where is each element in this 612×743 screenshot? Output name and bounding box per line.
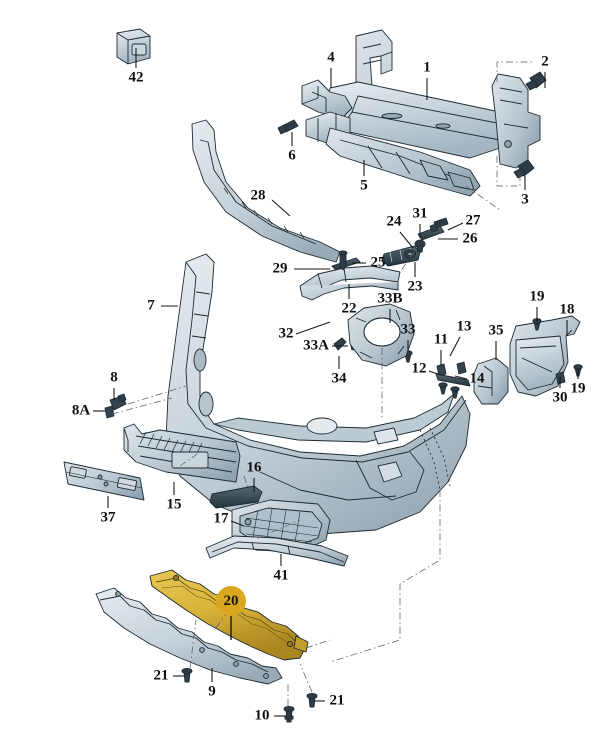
highlight-badge-20[interactable]: 20 [216,586,246,616]
part-33-shape [403,350,413,363]
callout-label-2[interactable]: 2 [541,53,549,70]
callout-label-3[interactable]: 3 [521,191,529,208]
callout-label-14[interactable]: 14 [469,370,485,387]
callout-label-21a[interactable]: 21 [153,667,169,684]
callout-label-15[interactable]: 15 [166,496,182,513]
callout-label-33A[interactable]: 33A [303,337,329,354]
part-18-shape [509,315,581,397]
callout-label-18[interactable]: 18 [559,301,575,318]
part-22-shape [299,265,401,301]
part-21a-shape [181,667,193,683]
part-42-shape [116,28,151,65]
callout-label-35[interactable]: 35 [488,322,504,339]
callout-leader-lines [93,48,579,717]
part-37-shape [63,461,145,501]
part-41-shape [205,535,349,567]
callout-label-4[interactable]: 4 [327,49,335,66]
callout-label-37[interactable]: 37 [100,509,116,526]
part-25-shape [338,250,348,271]
callout-label-25[interactable]: 25 [370,254,386,271]
callout-label-30[interactable]: 30 [552,389,568,406]
callout-label-19b[interactable]: 19 [570,380,586,397]
part-31-shape [414,239,426,253]
part-24-shape [404,249,416,259]
callout-label-9[interactable]: 9 [208,683,216,700]
part-10-shape [283,705,295,723]
part-32-shape [347,303,415,367]
part-19b-shape [573,364,583,377]
leader-line-28 [271,199,291,217]
part-2-shape [525,71,547,91]
part-6-shape [277,119,299,135]
part-3-shape [513,159,535,179]
leader-line-12 [428,370,442,376]
callout-label-17[interactable]: 17 [213,510,229,527]
part-35-shape [473,357,509,405]
leader-line-17 [230,520,245,527]
callout-label-33B[interactable]: 33B [377,290,403,307]
callout-label-21b[interactable]: 21 [329,692,345,709]
part-15-shape [123,423,241,483]
leader-line-27 [447,222,464,231]
part-21b-shape [306,692,318,708]
part-5-shape [305,111,481,197]
leader-line-24 [399,231,414,249]
part-34-shape [333,337,347,351]
callout-label-33[interactable]: 33 [400,321,416,338]
callout-label-6[interactable]: 6 [288,147,296,164]
leader-line-32 [295,321,331,335]
callout-label-41[interactable]: 41 [273,567,289,584]
part-9-shape [95,587,283,685]
callout-label-27[interactable]: 27 [465,212,481,229]
callout-label-10[interactable]: 10 [254,707,270,724]
callout-label-28[interactable]: 28 [250,187,266,204]
callout-label-5[interactable]: 5 [360,177,368,194]
part-7-shape [165,253,471,535]
part-1-shape [325,29,541,169]
callout-label-26[interactable]: 26 [462,230,478,247]
callout-label-7[interactable]: 7 [147,297,155,314]
part-12-shape [435,373,471,387]
leader-line-14 [454,375,468,380]
part-11-shape [436,363,447,377]
callout-label-34[interactable]: 34 [331,370,347,387]
callout-label-32[interactable]: 32 [278,325,294,342]
leader-line-13 [449,336,461,357]
callout-label-19a[interactable]: 19 [529,288,545,305]
callout-label-22[interactable]: 22 [341,300,357,317]
part-8A-shape [104,405,115,419]
part-28-shape [191,119,341,263]
callout-label-42[interactable]: 42 [128,69,144,86]
callout-label-8[interactable]: 8 [110,369,118,386]
part-13-shape [456,361,467,375]
part-4-shape [301,79,353,119]
callout-label-29[interactable]: 29 [272,260,288,277]
callout-label-1[interactable]: 1 [423,59,431,76]
callout-label-8A[interactable]: 8A [71,402,91,419]
callout-label-31[interactable]: 31 [412,205,428,222]
part-27-shape [429,217,449,233]
part-14-shape [438,382,460,399]
part-19a-shape [532,318,542,331]
callout-label-24[interactable]: 24 [386,213,402,230]
callout-label-11[interactable]: 11 [433,331,449,348]
callout-label-16[interactable]: 16 [246,459,262,476]
callout-label-12[interactable]: 12 [411,360,427,377]
callout-label-13[interactable]: 13 [456,318,472,335]
callout-label-23[interactable]: 23 [407,278,423,295]
